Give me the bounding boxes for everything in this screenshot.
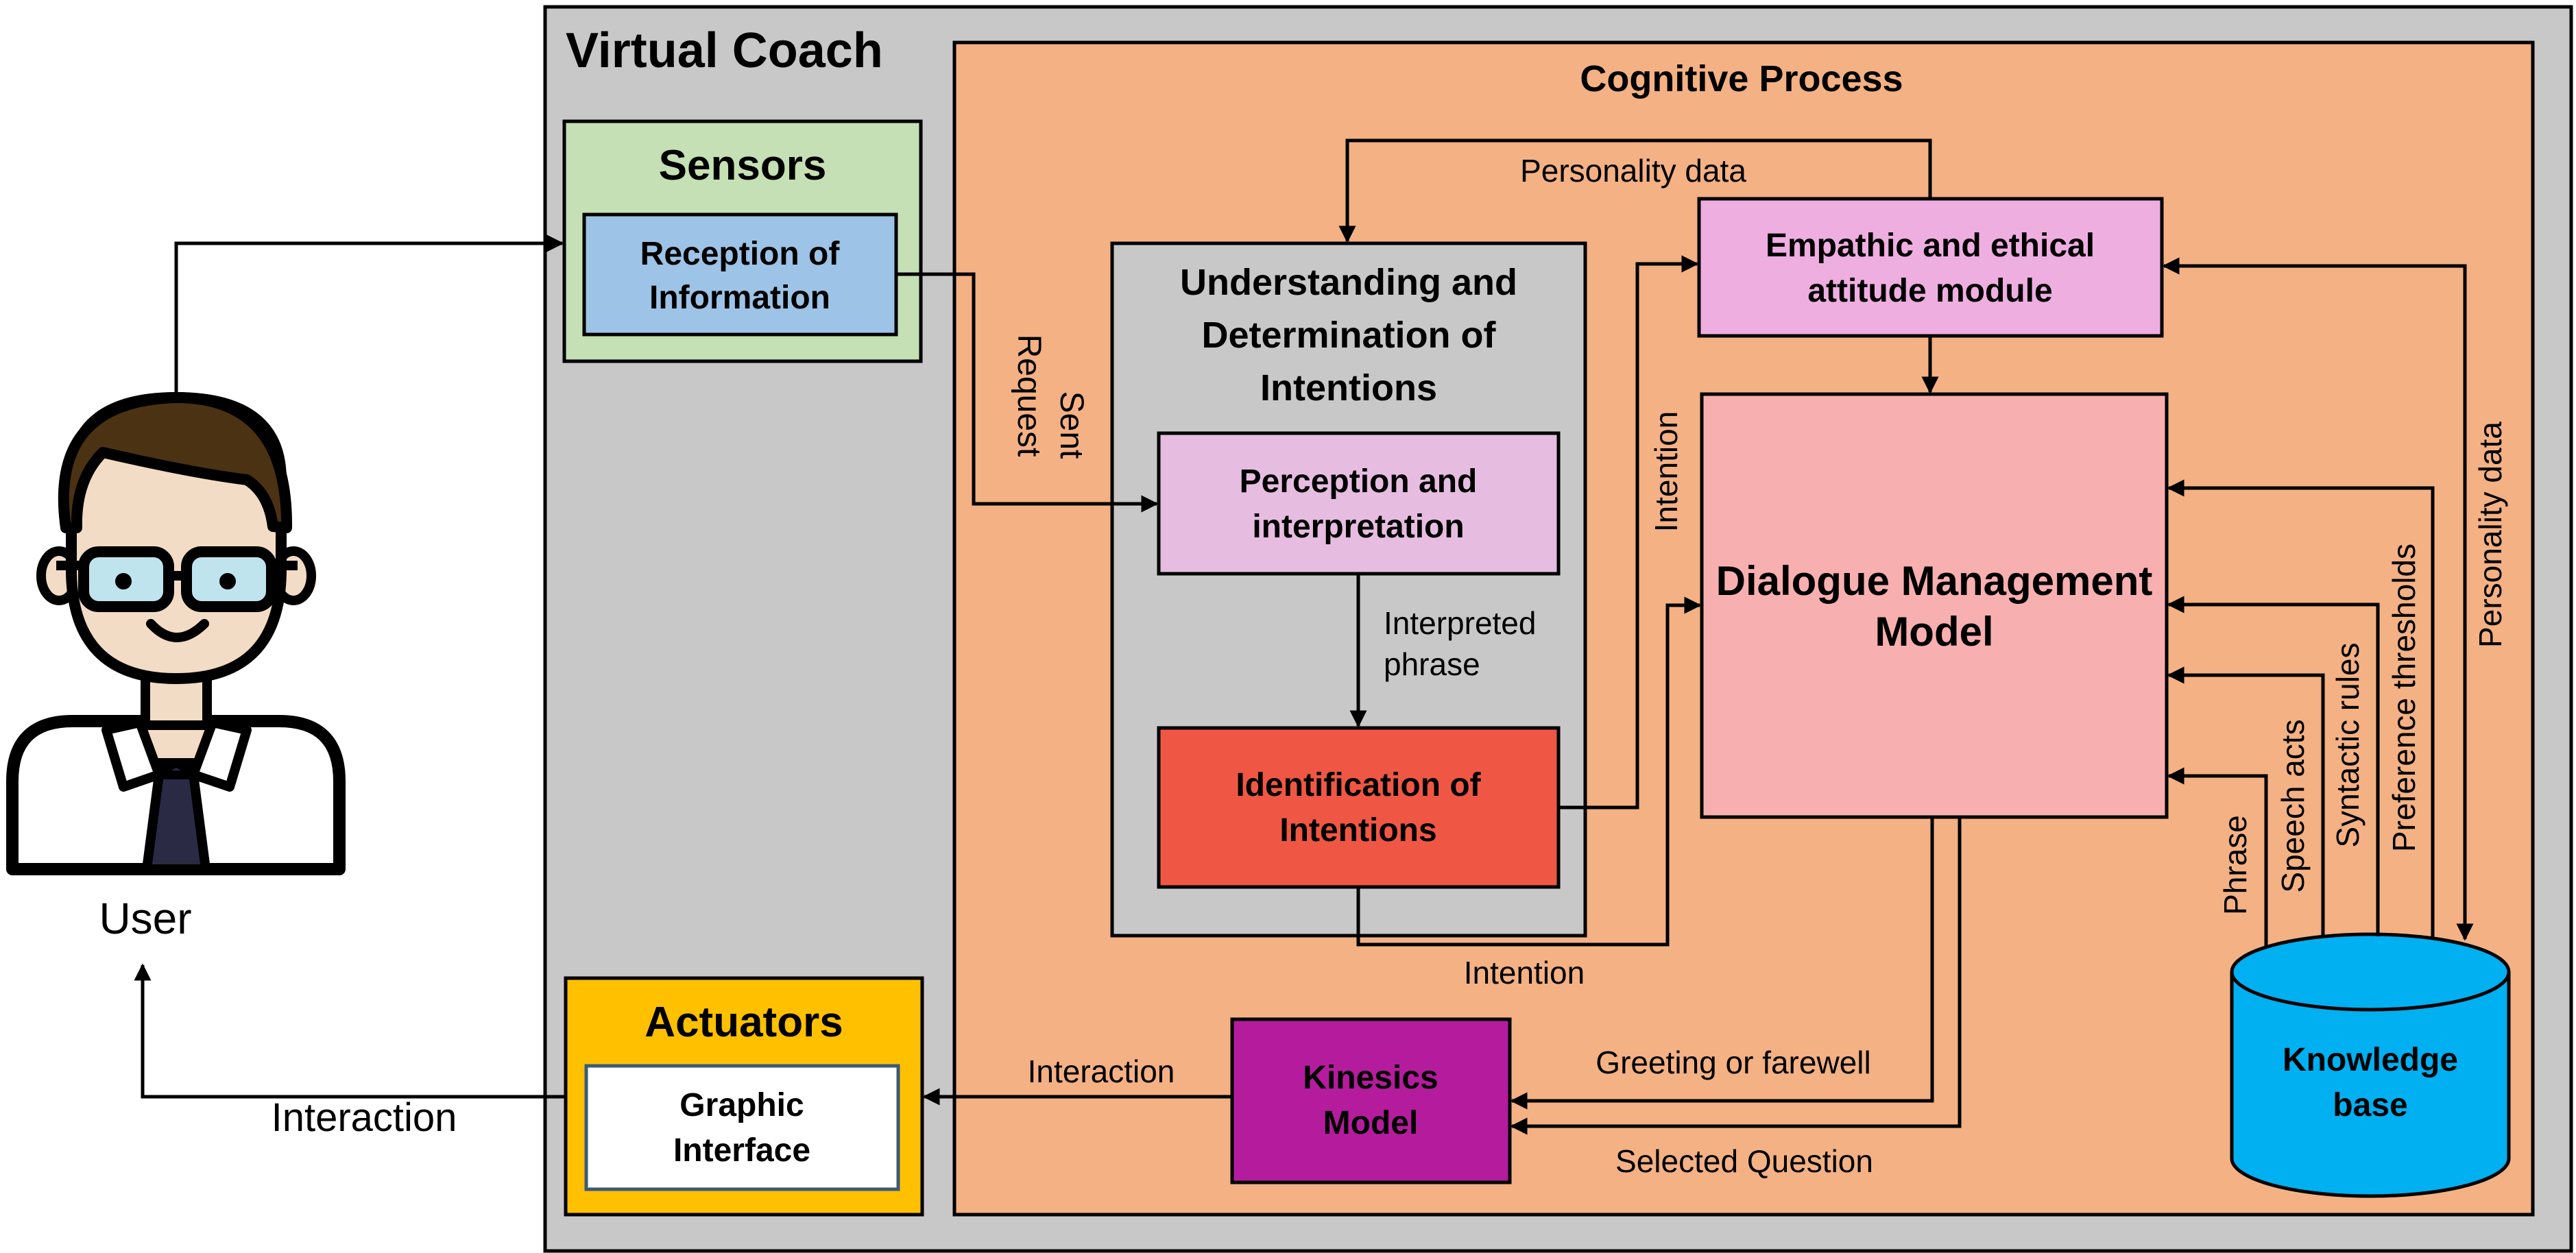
user-avatar-icon bbox=[6, 391, 346, 875]
edge-identification-to-empathic bbox=[1558, 255, 1699, 810]
kinesics-label-line1: Kinesics bbox=[1303, 1060, 1438, 1096]
cognitive-process-title: Cognitive Process bbox=[1580, 58, 1903, 99]
perception-label-line1: Perception and bbox=[1240, 463, 1478, 500]
edge-label-greeting: Greeting or farewell bbox=[1596, 1045, 1870, 1080]
graphic-interface-label-line1: Graphic bbox=[679, 1087, 804, 1123]
edge-label-intention-vertical: Intention bbox=[1648, 411, 1684, 532]
dialogue-label-line1: Dialogue Management bbox=[1716, 558, 2153, 604]
edge-label-request: Request bbox=[1011, 334, 1047, 457]
edge-label-preference-thresholds: Preference thresholds bbox=[2386, 544, 2422, 852]
edge-label-phrase-word: phrase bbox=[1384, 646, 1480, 682]
edge-label-interaction-outer: Interaction bbox=[272, 1095, 457, 1140]
identification-label-line1: Identification of bbox=[1236, 767, 1481, 803]
edge-empathic-to-understanding bbox=[1338, 138, 1932, 243]
sensors-title: Sensors bbox=[659, 142, 827, 189]
perception-box bbox=[1157, 431, 1561, 576]
edge-label-sent: Sent bbox=[1053, 391, 1090, 459]
reception-label-line2: Information bbox=[649, 280, 830, 316]
edge-label-intention-bottom: Intention bbox=[1464, 955, 1585, 990]
empathic-box bbox=[1697, 197, 2164, 338]
identification-label-line2: Intentions bbox=[1279, 812, 1436, 849]
kinesics-box bbox=[1230, 1017, 1512, 1184]
knowledge-base-label-line1: Knowledge bbox=[2283, 1042, 2458, 1078]
user-label: User bbox=[99, 894, 191, 943]
identification-box bbox=[1157, 726, 1561, 889]
reception-box bbox=[582, 212, 898, 337]
perception-label-line2: interpretation bbox=[1252, 509, 1464, 545]
empathic-label-line1: Empathic and ethical bbox=[1766, 228, 2095, 264]
edge-dialogue-to-kinesics-greeting bbox=[1510, 817, 1934, 1110]
dialogue-label-line2: Model bbox=[1875, 609, 1993, 655]
edge-label-syntactic-rules: Syntactic rules bbox=[2330, 642, 2366, 847]
knowledge-base-label-line2: base bbox=[2333, 1087, 2407, 1123]
edge-label-interaction-inner: Interaction bbox=[1028, 1054, 1175, 1089]
knowledge-base-top bbox=[2230, 932, 2511, 1012]
graphic-interface-label-line2: Interface bbox=[673, 1132, 810, 1169]
reception-label-line1: Reception of bbox=[640, 236, 841, 272]
edge-label-phrase: Phrase bbox=[2217, 815, 2253, 915]
edge-identification-to-dialogue bbox=[1356, 596, 1702, 947]
kinesics-label-line2: Model bbox=[1323, 1105, 1419, 1141]
edge-label-interpreted: Interpreted bbox=[1384, 605, 1536, 641]
edge-reception-to-perception bbox=[896, 272, 1159, 513]
understanding-title-line3: Intentions bbox=[1260, 367, 1437, 409]
graphic-interface-box bbox=[584, 1064, 900, 1191]
empathic-label-line2: attitude module bbox=[1807, 273, 2052, 309]
edge-label-speech-acts: Speech acts bbox=[2275, 719, 2311, 892]
edge-label-selected-question: Selected Question bbox=[1615, 1143, 1873, 1179]
edge-actuators-to-user bbox=[134, 963, 566, 1099]
knowledge-base-body bbox=[2230, 972, 2511, 1198]
knowledge-base-cylinder bbox=[2230, 932, 2511, 1198]
edge-label-personality-data-right: Personality data bbox=[2472, 422, 2508, 648]
edge-user-to-sensors bbox=[174, 234, 564, 394]
understanding-title-line1: Understanding and bbox=[1180, 262, 1517, 303]
virtual-coach-title: Virtual Coach bbox=[566, 23, 883, 78]
edge-kb-personality-data bbox=[2162, 257, 2474, 941]
edge-dialogue-to-kinesics-question bbox=[1510, 817, 1962, 1135]
edge-label-personality-data-top: Personality data bbox=[1520, 153, 1746, 188]
understanding-title-line2: Determination of bbox=[1201, 315, 1496, 356]
actuators-title: Actuators bbox=[645, 999, 843, 1046]
dialogue-box bbox=[1700, 392, 2169, 819]
